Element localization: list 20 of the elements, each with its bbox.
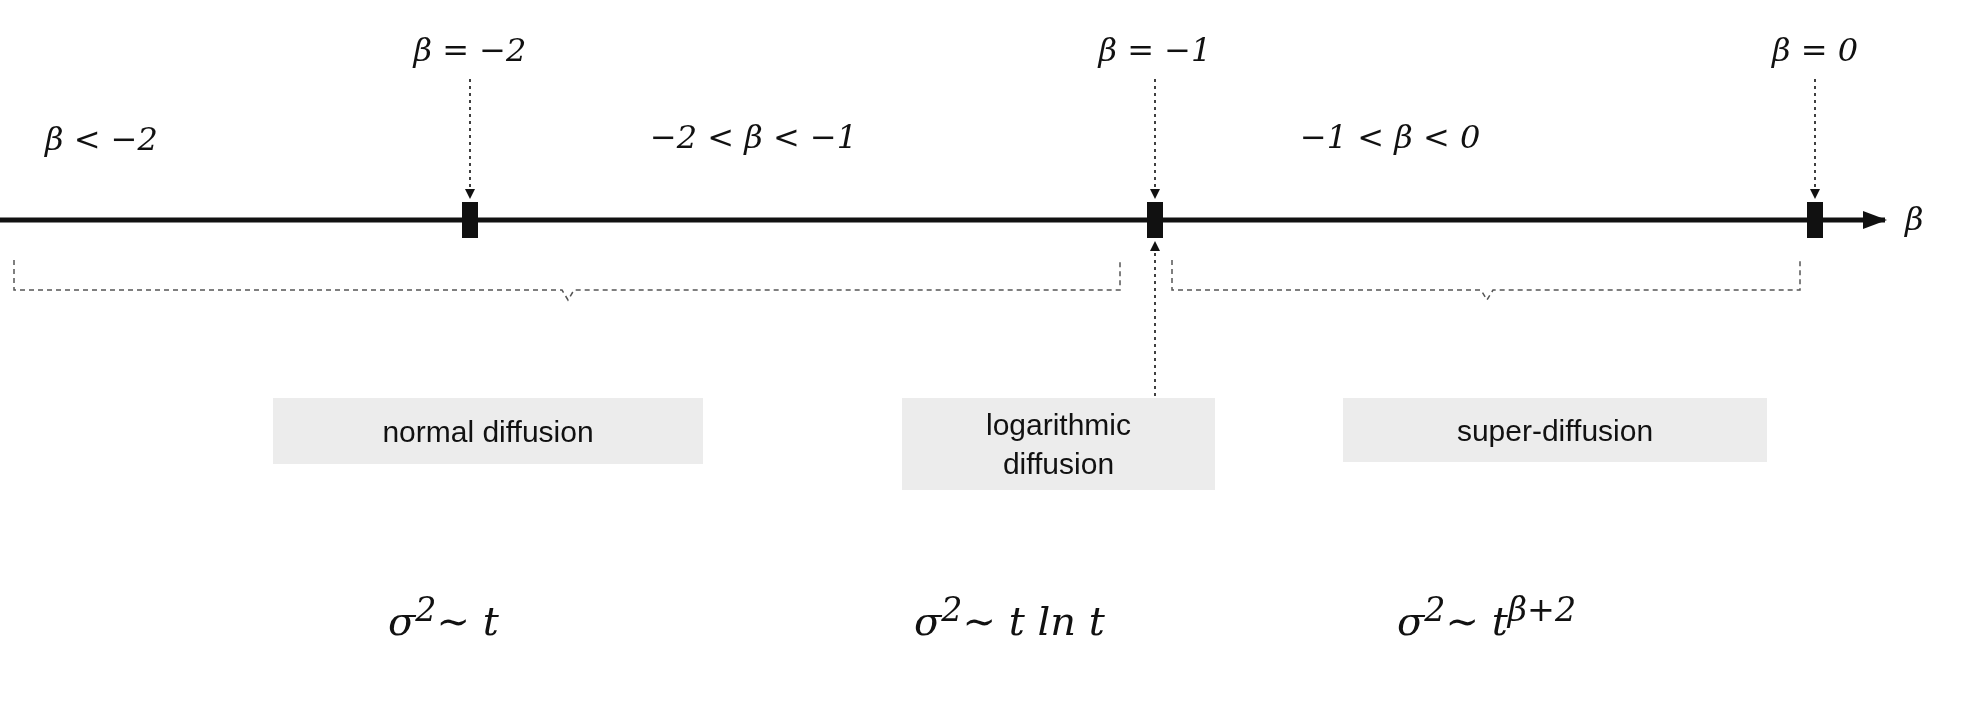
leader-arrow	[1150, 78, 1160, 199]
value-label: β = 0	[1745, 25, 1885, 75]
leader-arrow	[1810, 78, 1820, 199]
leader-arrow	[1150, 241, 1160, 397]
regime-label: super-diffusion	[1343, 398, 1767, 462]
range-label: −2 < β < −1	[650, 118, 858, 156]
regime-label: logarithmic diffusion	[902, 398, 1215, 490]
formula: σ$^{2}$∼ t ln t	[914, 590, 1105, 645]
tick-mark	[1147, 202, 1163, 238]
value-label: β = −2	[395, 25, 545, 75]
range-label: −1 < β < 0	[1300, 118, 1481, 156]
regime-label: normal diffusion	[273, 398, 703, 464]
value-label: β = −1	[1080, 25, 1230, 75]
axis-label: β	[1905, 200, 1924, 238]
leader-arrow	[465, 78, 475, 199]
formula: σ$^{2}$∼ t$^{β+2}$	[1397, 590, 1577, 645]
formula: σ$^{2}$∼ t	[388, 590, 499, 645]
tick-mark	[462, 202, 478, 238]
tick-mark	[1807, 202, 1823, 238]
range-label: β < −2	[45, 120, 158, 158]
